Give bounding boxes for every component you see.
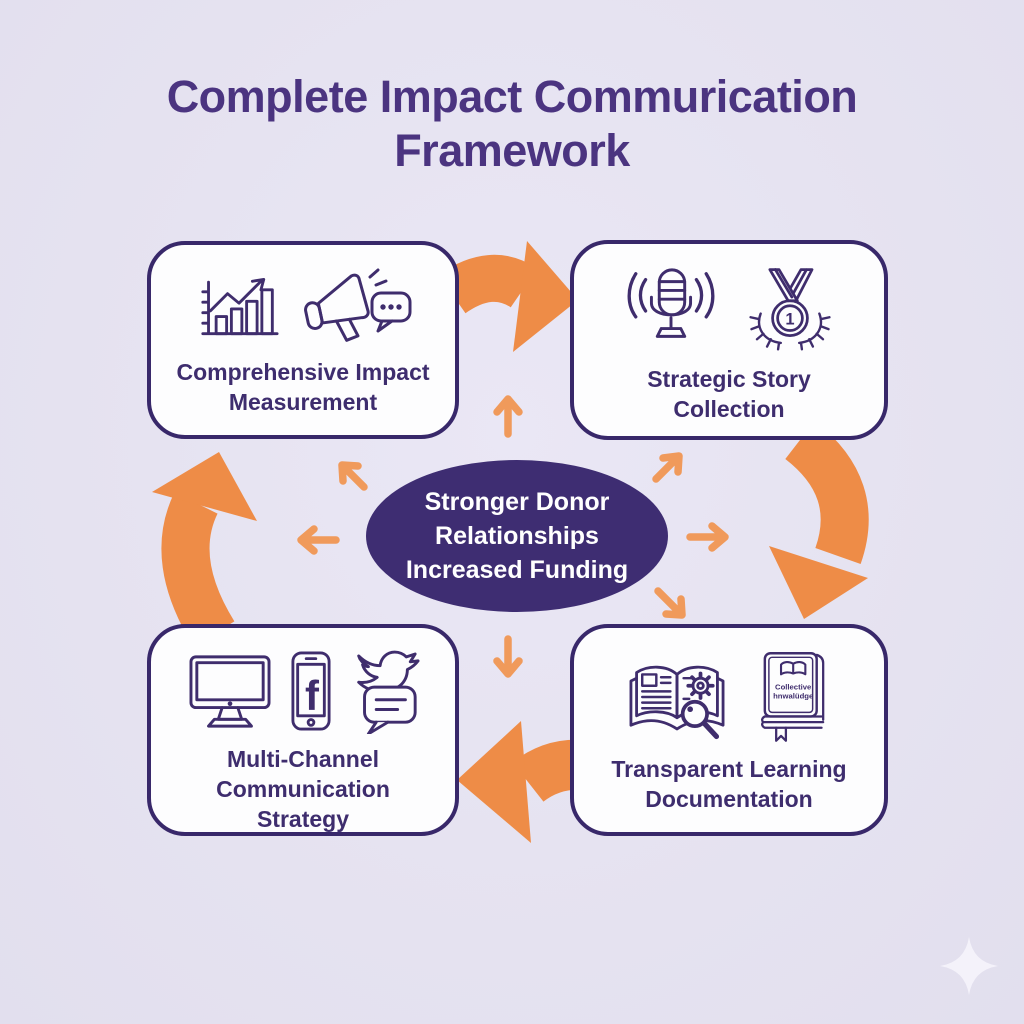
first-place-medal-icon: 1	[749, 268, 831, 351]
page-title-line1: Complete Impact Commurication	[166, 71, 858, 122]
small-arrow-up-left-icon	[338, 461, 368, 491]
box-multi-channel-communication-strategy: f Multi-Channel Communication Strategy	[147, 624, 459, 836]
box-br-label-line1: Transparent Learning	[611, 756, 847, 782]
book-cover-text-line2: hnwalüdge	[773, 692, 814, 701]
magnifier-icon	[680, 699, 720, 740]
top-right-arrow-head	[513, 241, 578, 352]
gear-icon	[686, 671, 715, 700]
book-cover-text-line1: Collective	[775, 683, 812, 692]
right-down-arrow-head	[769, 546, 868, 619]
box-comprehensive-impact-measurement: Comprehensive Impact Measurement	[147, 241, 459, 439]
medal-number: 1	[785, 311, 794, 329]
page-title-line2: Framework	[394, 125, 630, 176]
facebook-phone-icon: f	[291, 651, 331, 731]
left-up-arrow-head	[152, 452, 257, 521]
open-book-research-icon	[629, 665, 725, 740]
twitter-chat-icons	[357, 650, 420, 734]
chat-bubble-icon	[363, 685, 417, 734]
box-tl-icons	[194, 267, 412, 347]
knowledge-book-icon: Collective hnwalüdge	[761, 652, 825, 742]
small-arrow-down-right-icon	[654, 587, 686, 619]
box-tl-label-line2: Measurement	[228, 388, 378, 415]
box-tl-label-line1: Comprehensive Impact	[176, 359, 430, 385]
box-transparent-learning-documentation: Collective hnwalüdge Transparent Learnin…	[570, 624, 888, 836]
small-arrow-right-icon	[686, 522, 729, 552]
center-outcome-ellipse: Stronger Donor Relationships Increased F…	[366, 460, 668, 612]
open-book-emblem-icon	[779, 661, 807, 676]
center-outcome-text: Stronger Donor Relationships Increased F…	[406, 485, 628, 587]
box-strategic-story-collection: 1 Strategic Story Collection	[570, 240, 888, 440]
center-outcome-line3: Increased Funding	[405, 556, 629, 584]
right-down-arrow-body	[784, 421, 869, 564]
box-tl-label: Comprehensive Impact Measurement	[176, 358, 429, 418]
box-tr-label-line2: Collection	[673, 395, 785, 422]
box-bl-label-line1: Multi-Channel	[226, 746, 380, 772]
desktop-monitor-icon	[189, 655, 271, 728]
center-outcome-line1: Stronger Donor	[424, 488, 610, 516]
box-bl-label: Multi-Channel Communication Strategy	[216, 745, 390, 835]
box-bl-label-line2: Communication	[216, 775, 390, 802]
box-br-label-line2: Documentation	[645, 785, 813, 812]
box-tr-label: Strategic Story Collection	[647, 365, 811, 425]
left-up-arrow-body	[161, 492, 235, 647]
small-arrow-left-icon	[297, 525, 340, 555]
radiating-arrows	[297, 395, 729, 678]
bookmark-ribbon	[775, 726, 788, 742]
box-br-label: Transparent Learning Documentation	[611, 755, 846, 815]
small-arrow-up-right-icon	[652, 452, 683, 483]
microphone-icon	[627, 268, 715, 338]
center-outcome-line2: Relationships	[435, 522, 599, 550]
speech-bubble-dots-icon	[370, 291, 412, 333]
box-tr-icons: 1	[624, 264, 834, 354]
bottom-left-arrow-head	[457, 721, 531, 843]
box-bl-icons: f	[185, 648, 421, 734]
megaphone-horn	[304, 273, 370, 342]
page-title: Complete Impact Commurication Framework	[102, 70, 922, 178]
box-bl-label-line3: Strategy	[256, 805, 350, 832]
bar-chart-growth-icon	[201, 277, 279, 336]
megaphone-icon	[304, 268, 412, 342]
small-arrow-down-icon	[493, 635, 523, 678]
box-tr-label-line1: Strategic Story	[647, 366, 811, 392]
top-right-arrow-body	[438, 254, 538, 314]
sparkle-icon	[940, 937, 998, 995]
box-br-icons: Collective hnwalüdge	[624, 650, 834, 744]
small-arrow-up-icon	[493, 395, 523, 438]
facebook-letter: f	[305, 672, 320, 719]
